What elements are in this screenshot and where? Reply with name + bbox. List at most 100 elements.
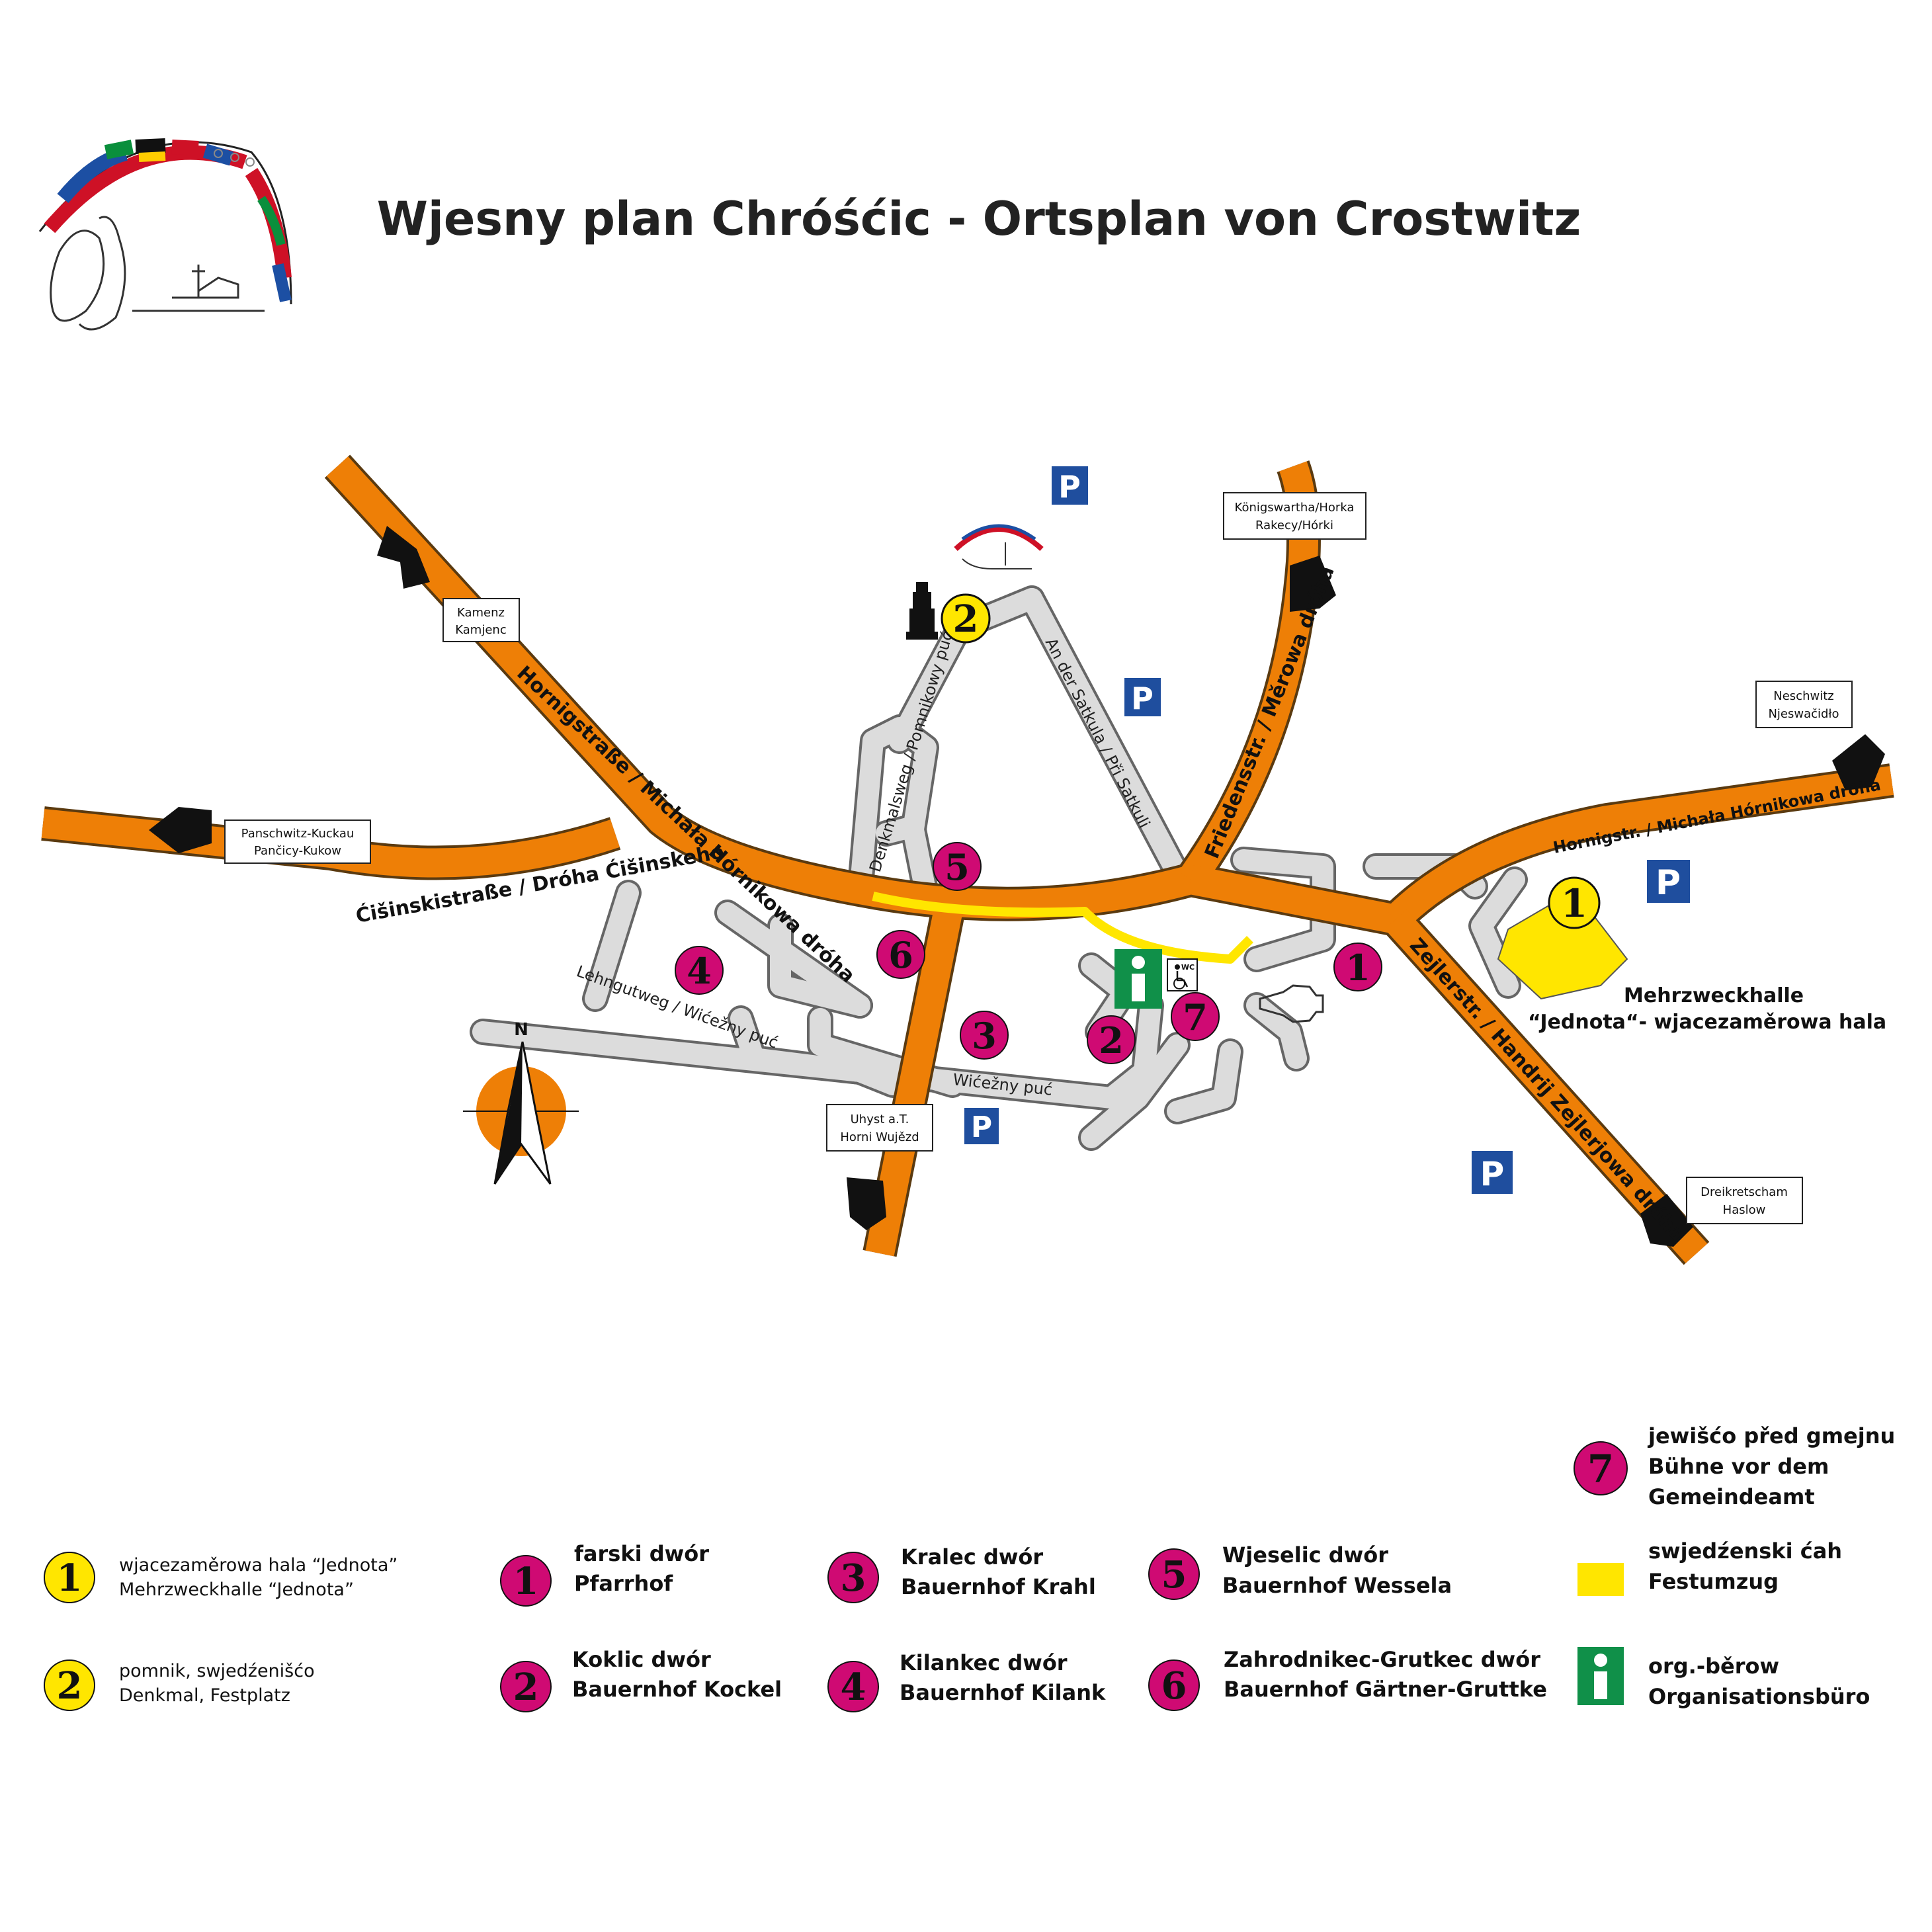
svg-text:Festumzug: Festumzug — [1648, 1569, 1779, 1594]
svg-text:pomnik, swjedźenišćo: pomnik, swjedźenišćo — [119, 1661, 315, 1681]
wc-accessible-icon: WC — [1167, 958, 1198, 991]
arrow-uhyst-icon — [847, 1177, 886, 1230]
svg-text:Haslow: Haslow — [1723, 1203, 1766, 1217]
legend-item-info: org.-běrow Organisationsbüro — [1577, 1647, 1870, 1709]
svg-text:Wjeselic dwór: Wjeselic dwór — [1222, 1542, 1388, 1568]
parking-icon: P — [964, 1108, 999, 1144]
svg-text:farski dwór: farski dwór — [574, 1541, 709, 1566]
church-icon — [1259, 984, 1324, 1023]
svg-text:Kralec dwór: Kralec dwór — [901, 1544, 1043, 1570]
parking-icon: P — [1124, 678, 1161, 716]
page-title: Wjesny plan Chróśćic - Ortsplan von Cros… — [377, 192, 1581, 246]
svg-text:Kilankec dwór: Kilankec dwór — [900, 1650, 1068, 1675]
destination-panschwitz: Panschwitz-Kuckau Pančicy-Kukow — [224, 819, 371, 864]
legend: 1 wjacezaměrowa hala “Jednota” Mehrzweck… — [44, 1423, 1895, 1712]
legend-item-yellow-2: 2 pomnik, swjedźenišćo Denkmal, Festplat… — [44, 1659, 315, 1711]
svg-text:4: 4 — [841, 1665, 866, 1709]
destination-dreikretscham: Dreikretscham Haslow — [1686, 1177, 1803, 1224]
svg-text:3: 3 — [972, 1015, 997, 1057]
svg-text:Kamenz: Kamenz — [457, 606, 505, 620]
svg-text:5: 5 — [945, 846, 970, 888]
map-marker-5: 5 — [933, 842, 982, 891]
route-swatch — [1577, 1563, 1624, 1596]
main-roads — [41, 454, 1894, 1265]
parking-icon: P — [1052, 466, 1088, 505]
svg-text:Neschwitz: Neschwitz — [1773, 689, 1833, 703]
svg-text:7: 7 — [1587, 1447, 1614, 1491]
arrow-kamenz-icon — [377, 526, 430, 589]
festival-route — [872, 892, 1253, 964]
svg-text:Dreikretscham: Dreikretscham — [1701, 1185, 1788, 1199]
svg-text:Mehrzweckhalle “Jednota”: Mehrzweckhalle “Jednota” — [119, 1579, 354, 1600]
svg-text:Horni Wujězd: Horni Wujězd — [840, 1130, 919, 1144]
legend-item-2: 2 Koklic dwór Bauernhof Kockel — [500, 1647, 782, 1712]
svg-text:2: 2 — [57, 1664, 83, 1708]
parking-icon: P — [1647, 860, 1690, 903]
destination-neschwitz: Neschwitz Njeswačidło — [1755, 681, 1853, 728]
svg-text:Organisationsbüro: Organisationsbüro — [1648, 1684, 1870, 1709]
legend-item-route: swjedźenski ćah Festumzug — [1577, 1538, 1842, 1596]
svg-text:Königswartha/Horka: Königswartha/Horka — [1235, 501, 1355, 515]
svg-text:1: 1 — [1561, 881, 1587, 926]
hall-label-line1: Mehrzweckhalle — [1624, 984, 1804, 1007]
svg-text:2: 2 — [513, 1665, 539, 1709]
svg-text:7: 7 — [1183, 996, 1208, 1038]
arrow-konigswartha-icon — [1290, 556, 1336, 612]
legend-item-1: 1 farski dwór Pfarrhof — [500, 1541, 709, 1607]
svg-text:swjedźenski ćah: swjedźenski ćah — [1648, 1538, 1842, 1564]
info-icon — [1577, 1647, 1624, 1705]
svg-text:5: 5 — [1161, 1553, 1187, 1597]
svg-text:P: P — [1131, 681, 1154, 716]
legend-item-5: 5 Wjeselic dwór Bauernhof Wessela — [1148, 1542, 1452, 1600]
svg-text:1: 1 — [57, 1556, 83, 1600]
monument-icon — [906, 582, 938, 640]
svg-text:WC: WC — [1181, 963, 1195, 972]
svg-text:1: 1 — [513, 1560, 539, 1603]
svg-text:Njeswačidło: Njeswačidło — [1768, 707, 1839, 721]
svg-text:2: 2 — [1099, 1019, 1124, 1062]
svg-text:Kamjenc: Kamjenc — [455, 623, 506, 637]
svg-text:Pfarrhof: Pfarrhof — [574, 1571, 673, 1596]
svg-text:Bauernhof Kilank: Bauernhof Kilank — [900, 1680, 1106, 1705]
small-festival-logo — [954, 524, 1044, 569]
svg-text:Bauernhof Kockel: Bauernhof Kockel — [572, 1677, 782, 1702]
map-marker-7: 7 — [1171, 992, 1220, 1041]
svg-text:P: P — [1656, 863, 1681, 903]
svg-text:Bauernhof Krahl: Bauernhof Krahl — [901, 1574, 1096, 1599]
svg-text:Rakecy/Hórki: Rakecy/Hórki — [1255, 519, 1333, 532]
hall-label-line2: “Jednota“- wjacezaměrowa hala — [1528, 1011, 1886, 1034]
compass: N — [463, 1020, 579, 1185]
label-friedensstr: Friedensstr. / Měrowa dróha — [1200, 563, 1339, 862]
svg-text:1: 1 — [1345, 946, 1370, 989]
festival-logo — [38, 138, 292, 331]
map-marker-1: 1 — [1333, 943, 1382, 991]
map-marker-4: 4 — [675, 946, 724, 995]
svg-text:Bühne vor dem: Bühne vor dem — [1648, 1454, 1829, 1479]
destination-kamenz: Kamenz Kamjenc — [442, 598, 520, 642]
svg-text:Zahrodnikec-Grutkec dwór: Zahrodnikec-Grutkec dwór — [1224, 1647, 1540, 1672]
svg-text:3: 3 — [841, 1556, 866, 1600]
svg-text:6: 6 — [888, 934, 913, 976]
legend-item-4: 4 Kilankec dwór Bauernhof Kilank — [827, 1650, 1106, 1712]
destination-konigswartha: Königswartha/Horka Rakecy/Hórki — [1223, 492, 1366, 540]
svg-text:org.-běrow: org.-běrow — [1648, 1654, 1779, 1679]
direction-arrows — [149, 526, 1885, 1247]
legend-item-yellow-1: 1 wjacezaměrowa hala “Jednota” Mehrzweck… — [44, 1552, 398, 1603]
svg-text:P: P — [1058, 469, 1081, 505]
svg-text:Uhyst a.T.: Uhyst a.T. — [851, 1113, 909, 1126]
arrow-panschwitz-icon — [149, 807, 212, 853]
svg-text:Panschwitz-Kuckau: Panschwitz-Kuckau — [241, 827, 355, 841]
svg-text:P: P — [1480, 1155, 1505, 1193]
svg-text:Koklic dwór: Koklic dwór — [572, 1647, 711, 1672]
svg-text:4: 4 — [687, 950, 712, 992]
svg-text:Denkmal, Festplatz: Denkmal, Festplatz — [119, 1685, 290, 1706]
arrow-neschwitz-icon — [1832, 734, 1885, 790]
svg-text:Bauernhof Wessela: Bauernhof Wessela — [1222, 1573, 1452, 1598]
svg-text:wjacezaměrowa hala “Jednota”: wjacezaměrowa hala “Jednota” — [119, 1555, 398, 1575]
parking-signs: P P P P P — [964, 466, 1690, 1194]
svg-text:6: 6 — [1161, 1664, 1187, 1708]
info-icon — [1114, 949, 1162, 1009]
svg-text:Pančicy-Kukow: Pančicy-Kukow — [254, 844, 341, 858]
svg-text:N: N — [514, 1020, 528, 1040]
